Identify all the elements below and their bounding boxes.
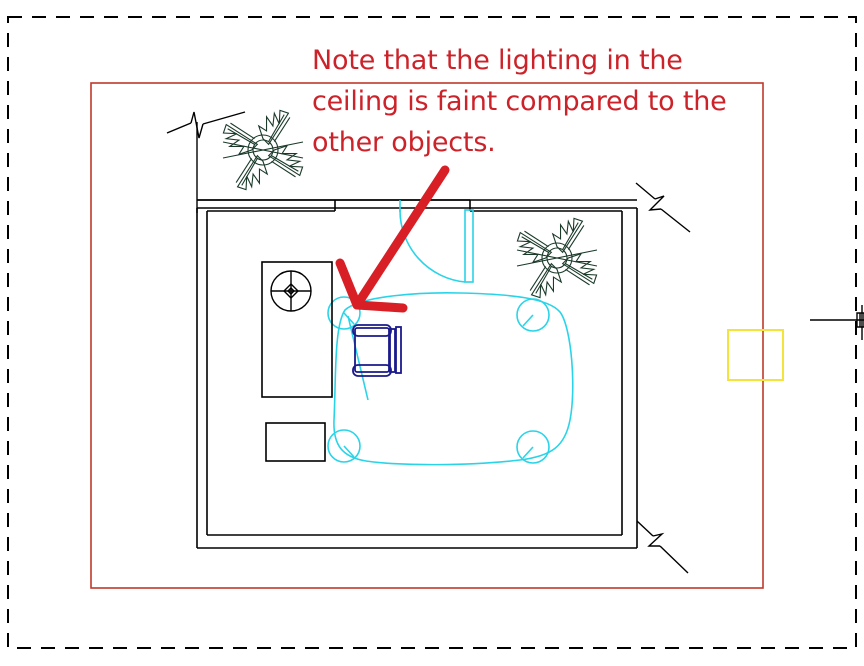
compass-rose-symbol: [270, 270, 312, 312]
conference-table[interactable]: [327, 292, 574, 466]
red-viewport-rectangle[interactable]: [90, 82, 764, 589]
ceiling-fan-light-upper-right[interactable]: [511, 212, 603, 304]
side-cabinet-rectangle[interactable]: [265, 422, 326, 462]
door-swing[interactable]: [399, 200, 474, 283]
yellow-selection-rectangle[interactable]: [727, 329, 784, 381]
dashed-page-boundary: [7, 16, 857, 649]
office-chair[interactable]: [352, 324, 402, 377]
break-line-lower-right: [636, 520, 689, 574]
desk-rectangle[interactable]: [261, 261, 333, 398]
exterior-detail-right: [810, 305, 864, 340]
ceiling-fan-light-upper-left[interactable]: [217, 104, 309, 196]
red-pointer-arrow: [335, 165, 450, 313]
break-line-upper-right: [635, 182, 691, 233]
break-line-upper-left: [166, 111, 246, 213]
